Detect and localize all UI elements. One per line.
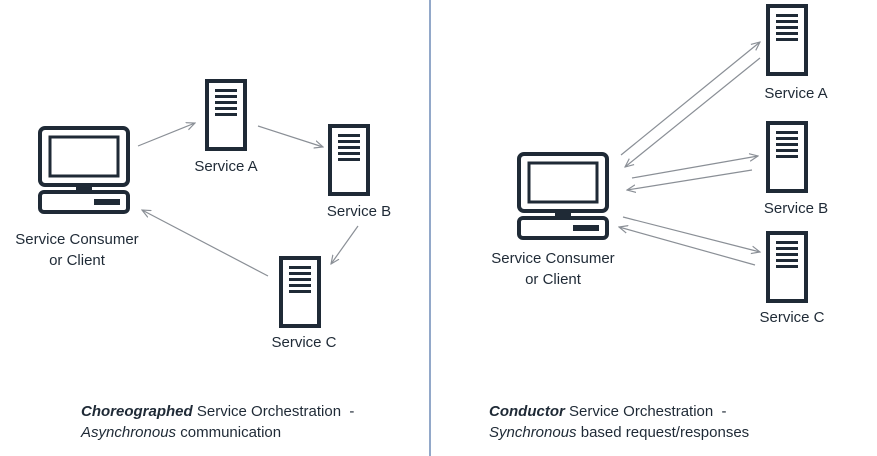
- service-c-server-icon: [279, 256, 321, 328]
- service-c-server-icon-right: [766, 231, 808, 303]
- client-label-right: Service Consumer or Client: [491, 248, 614, 290]
- client-label-line2: or Client: [49, 252, 105, 269]
- service-b-server-icon: [328, 124, 370, 196]
- arrow-client-to-service-a-request: [620, 42, 760, 156]
- client-label-line1: Service Consumer: [15, 231, 139, 248]
- client-label-right-line1: Service Consumer: [491, 250, 615, 267]
- service-a-server-icon-right: [766, 4, 808, 76]
- left-caption-line2: communication: [176, 424, 282, 441]
- arrow-service-a-to-service-b: [257, 125, 323, 147]
- left-caption-emphasis: Choreographed: [81, 403, 193, 420]
- right-caption-line1: Service Orchestration -: [564, 403, 727, 420]
- right-caption-emphasis: Conductor: [489, 403, 565, 420]
- left-caption-line1: Service Orchestration -: [192, 403, 355, 420]
- arrow-service-b-to-service-c: [331, 225, 359, 264]
- service-b-server-icon-right: [766, 121, 808, 193]
- client-computer-icon-right: [517, 152, 609, 240]
- client-computer-icon: [38, 126, 130, 214]
- right-caption-line2: based request/responses: [576, 424, 750, 441]
- arrow-service-b-to-client-response: [627, 169, 753, 190]
- arrow-client-to-service-b-request: [631, 156, 758, 179]
- service-a-label: Service A: [194, 158, 258, 175]
- service-a-label-right: Service A: [764, 85, 828, 102]
- service-c-label-right: Service C: [759, 309, 825, 326]
- service-a-server-icon: [205, 79, 247, 151]
- client-label: Service Consumer or Client: [15, 229, 138, 271]
- arrow-service-a-to-client-response: [625, 57, 761, 167]
- arrow-service-c-to-client-response: [619, 227, 756, 266]
- arrow-client-to-service-a: [137, 123, 195, 147]
- client-label-right-line2: or Client: [525, 271, 581, 288]
- arrow-service-c-to-client: [142, 210, 269, 277]
- service-b-label-right: Service B: [763, 200, 829, 217]
- left-caption-italic: Asynchronous: [81, 424, 177, 441]
- service-c-label: Service C: [271, 334, 337, 351]
- service-b-label: Service B: [326, 203, 392, 220]
- arrow-client-to-service-c-request: [622, 216, 760, 252]
- right-caption-italic: Synchronous: [489, 424, 577, 441]
- left-caption: Choreographed Service Orchestration - As…: [81, 401, 354, 443]
- right-caption: Conductor Service Orchestration - Synchr…: [489, 401, 749, 443]
